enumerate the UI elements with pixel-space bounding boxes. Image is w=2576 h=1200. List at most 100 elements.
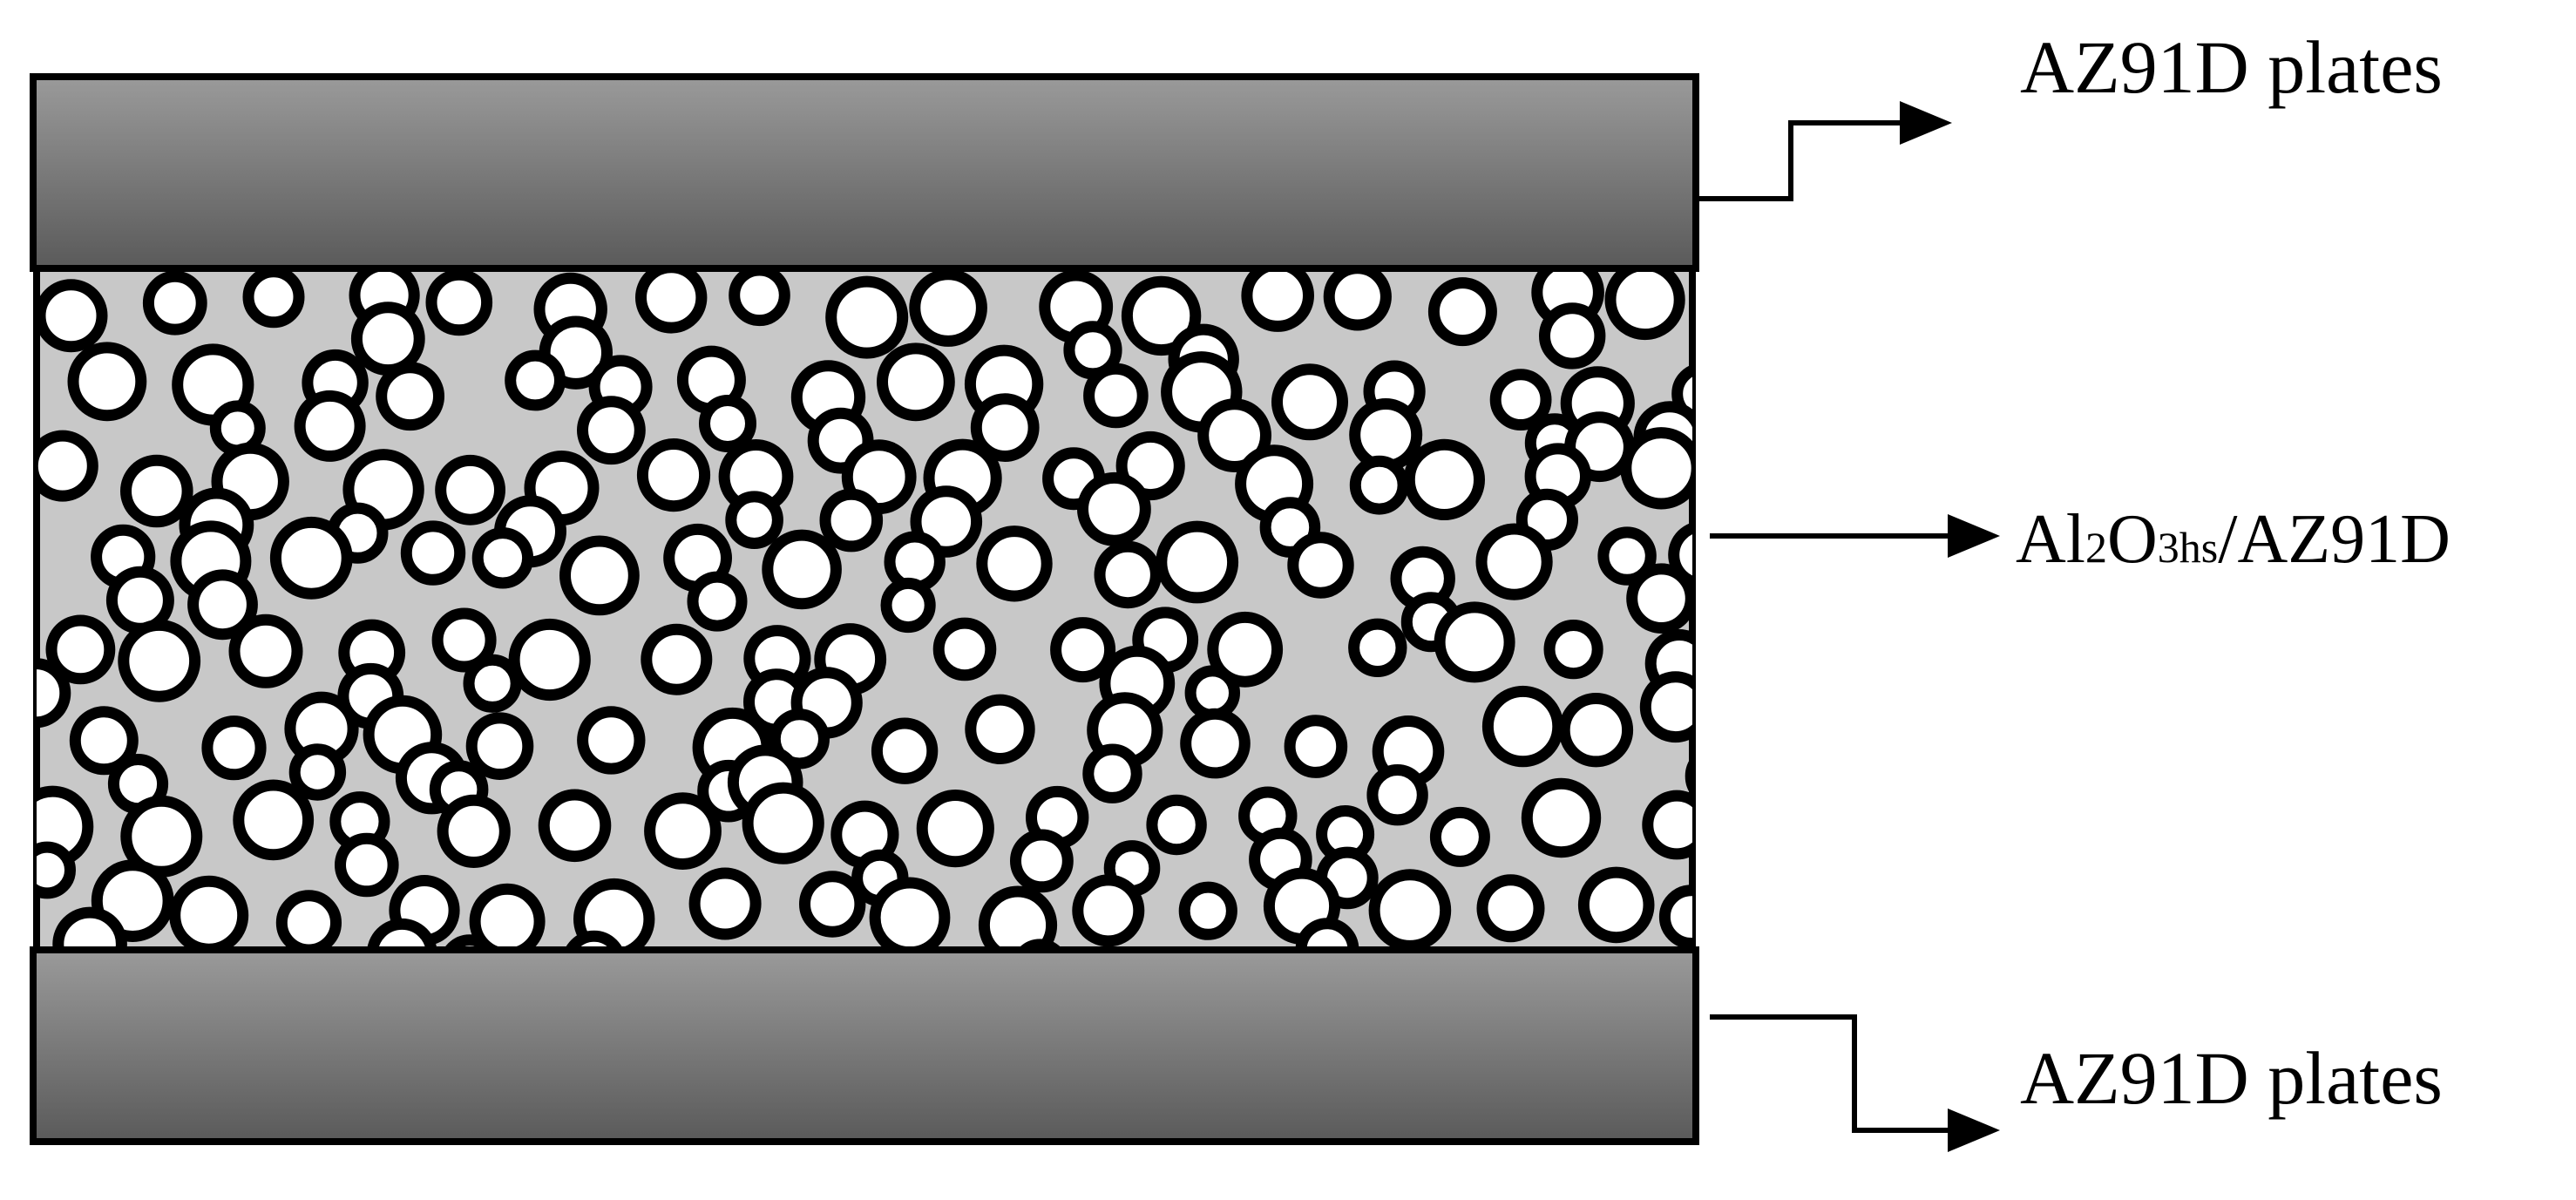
hollow-sphere-icon [169, 875, 249, 950]
hollow-sphere-icon [1156, 520, 1239, 604]
hollow-sphere-icon [1699, 707, 1752, 759]
top-plate-label: AZ91D plates [2020, 25, 2443, 109]
hollow-sphere-icon [932, 617, 997, 681]
hollow-sphere-icon [1597, 526, 1657, 586]
hollow-sphere-icon [1323, 266, 1392, 331]
hollow-sphere-icon [1626, 563, 1692, 634]
hollow-sphere-icon [1077, 471, 1151, 546]
hollow-sphere-icon [1658, 885, 1692, 949]
hollow-sphere-icon [187, 569, 258, 641]
hollow-sphere-icon [1271, 363, 1348, 441]
hollow-sphere-icon [1429, 806, 1490, 867]
bottom-plate-label: AZ91D plates [2020, 1036, 2443, 1120]
composite-label: Al2O3hs/AZ91D [2016, 501, 2451, 578]
hollow-sphere-icon [1082, 743, 1142, 803]
hollow-sphere-icon [1121, 275, 1202, 356]
hollow-sphere-icon [37, 658, 71, 729]
hollow-sphere-icon [118, 619, 201, 702]
hollow-sphere-icon [1180, 708, 1251, 779]
hollow-sphere-icon [699, 395, 756, 452]
hollow-sphere-icon [45, 614, 116, 685]
hollow-sphere-icon [769, 708, 830, 769]
hollow-sphere-icon [37, 841, 76, 899]
hollow-sphere-icon [1197, 398, 1271, 473]
hollow-sphere-icon [742, 782, 824, 864]
arrow-right-icon [1948, 1108, 2000, 1152]
hollow-sphere-icon [1543, 620, 1603, 680]
hollow-sphere-icon [1639, 671, 1692, 743]
hollow-sphere-icon [1475, 523, 1553, 600]
hollow-sphere-icon [1685, 756, 1692, 797]
hollow-sphere-icon [880, 577, 936, 634]
hollow-sphere-icon [469, 883, 546, 950]
hollow-sphere-icon [400, 520, 466, 586]
hollow-sphere-icon [37, 430, 98, 502]
composite-label-part: /AZ91D [2218, 501, 2451, 578]
hollow-sphere-icon [52, 906, 127, 950]
hollow-sphere-icon [1476, 874, 1545, 943]
hollow-sphere-icon [1489, 369, 1552, 431]
hollow-sphere-icon [1284, 715, 1348, 778]
hollow-sphere-icon [635, 266, 708, 334]
hollow-sphere-icon [1481, 685, 1564, 768]
hollow-sphere-icon [1348, 618, 1407, 677]
hollow-sphere-icon [916, 790, 994, 868]
hollow-sphere-icon [67, 342, 147, 422]
hollow-sphere-icon [1207, 611, 1284, 688]
hollow-sphere-icon [335, 832, 399, 898]
hollow-sphere-icon [1146, 794, 1207, 856]
hollow-sphere-icon [871, 717, 939, 784]
hollow-sphere-icon [1620, 427, 1692, 510]
hollow-sphere-icon [559, 535, 640, 616]
hollow-spheres-group [37, 266, 1752, 950]
hollow-sphere-icon [729, 266, 790, 327]
composite-label-part: O [2107, 501, 2158, 578]
composite-label-sub: 3hs [2158, 523, 2218, 572]
hollow-sphere-icon [819, 488, 884, 553]
hollow-sphere-icon [577, 706, 646, 775]
hollow-sphere-icon [976, 525, 1053, 602]
hollow-sphere-icon [437, 794, 511, 869]
bottom-plate-leader [1710, 1014, 1956, 1133]
hollow-sphere-icon [288, 743, 347, 801]
hollow-sphere-icon [762, 529, 842, 610]
hollow-sphere-icon [877, 342, 955, 422]
hollow-sphere-icon [465, 712, 534, 781]
hollow-sphere-icon [269, 516, 353, 600]
hollow-sphere-icon [367, 918, 437, 950]
hollow-sphere-icon [1083, 363, 1149, 429]
hollow-sphere-icon [505, 349, 566, 411]
hollow-sphere-icon [644, 792, 722, 870]
hollow-sphere-icon [120, 454, 193, 528]
hollow-sphere-icon [577, 396, 646, 465]
hollow-sphere-icon [909, 268, 987, 347]
hollow-sphere-icon [641, 623, 713, 695]
hollow-sphere-icon [869, 877, 951, 950]
hollow-sphere-icon [1010, 829, 1074, 893]
hollow-sphere-icon [294, 390, 366, 462]
hollow-sphere-icon [1368, 869, 1452, 950]
hollow-sphere-icon [508, 618, 591, 702]
arrow-right-icon [1948, 514, 2000, 558]
hollow-sphere-icon [1366, 764, 1428, 826]
hollow-sphere-icon [471, 527, 534, 589]
top-plate-leader [1696, 120, 1913, 201]
hollow-sphere-icon [1072, 874, 1145, 947]
composite-label-part: Al [2016, 501, 2085, 578]
hollow-sphere-icon [687, 571, 748, 632]
hollow-sphere-icon [1434, 601, 1515, 683]
hollow-sphere-icon [1287, 532, 1354, 599]
hollow-sphere-icon [799, 871, 866, 938]
hollow-sphere-icon [725, 491, 783, 550]
hollow-sphere-icon [1577, 866, 1655, 944]
hollow-sphere-icon [242, 266, 305, 329]
hollow-sphere-icon [1558, 693, 1634, 768]
hollow-sphere-icon [425, 268, 493, 336]
hollow-sphere-icon [1642, 790, 1692, 860]
hollow-sphere-icon [275, 890, 342, 950]
hollow-sphere-icon [538, 789, 612, 863]
hollow-sphere-icon [142, 270, 207, 336]
hollow-sphere-icon [1050, 617, 1116, 683]
hollow-sphere-icon [431, 607, 497, 673]
